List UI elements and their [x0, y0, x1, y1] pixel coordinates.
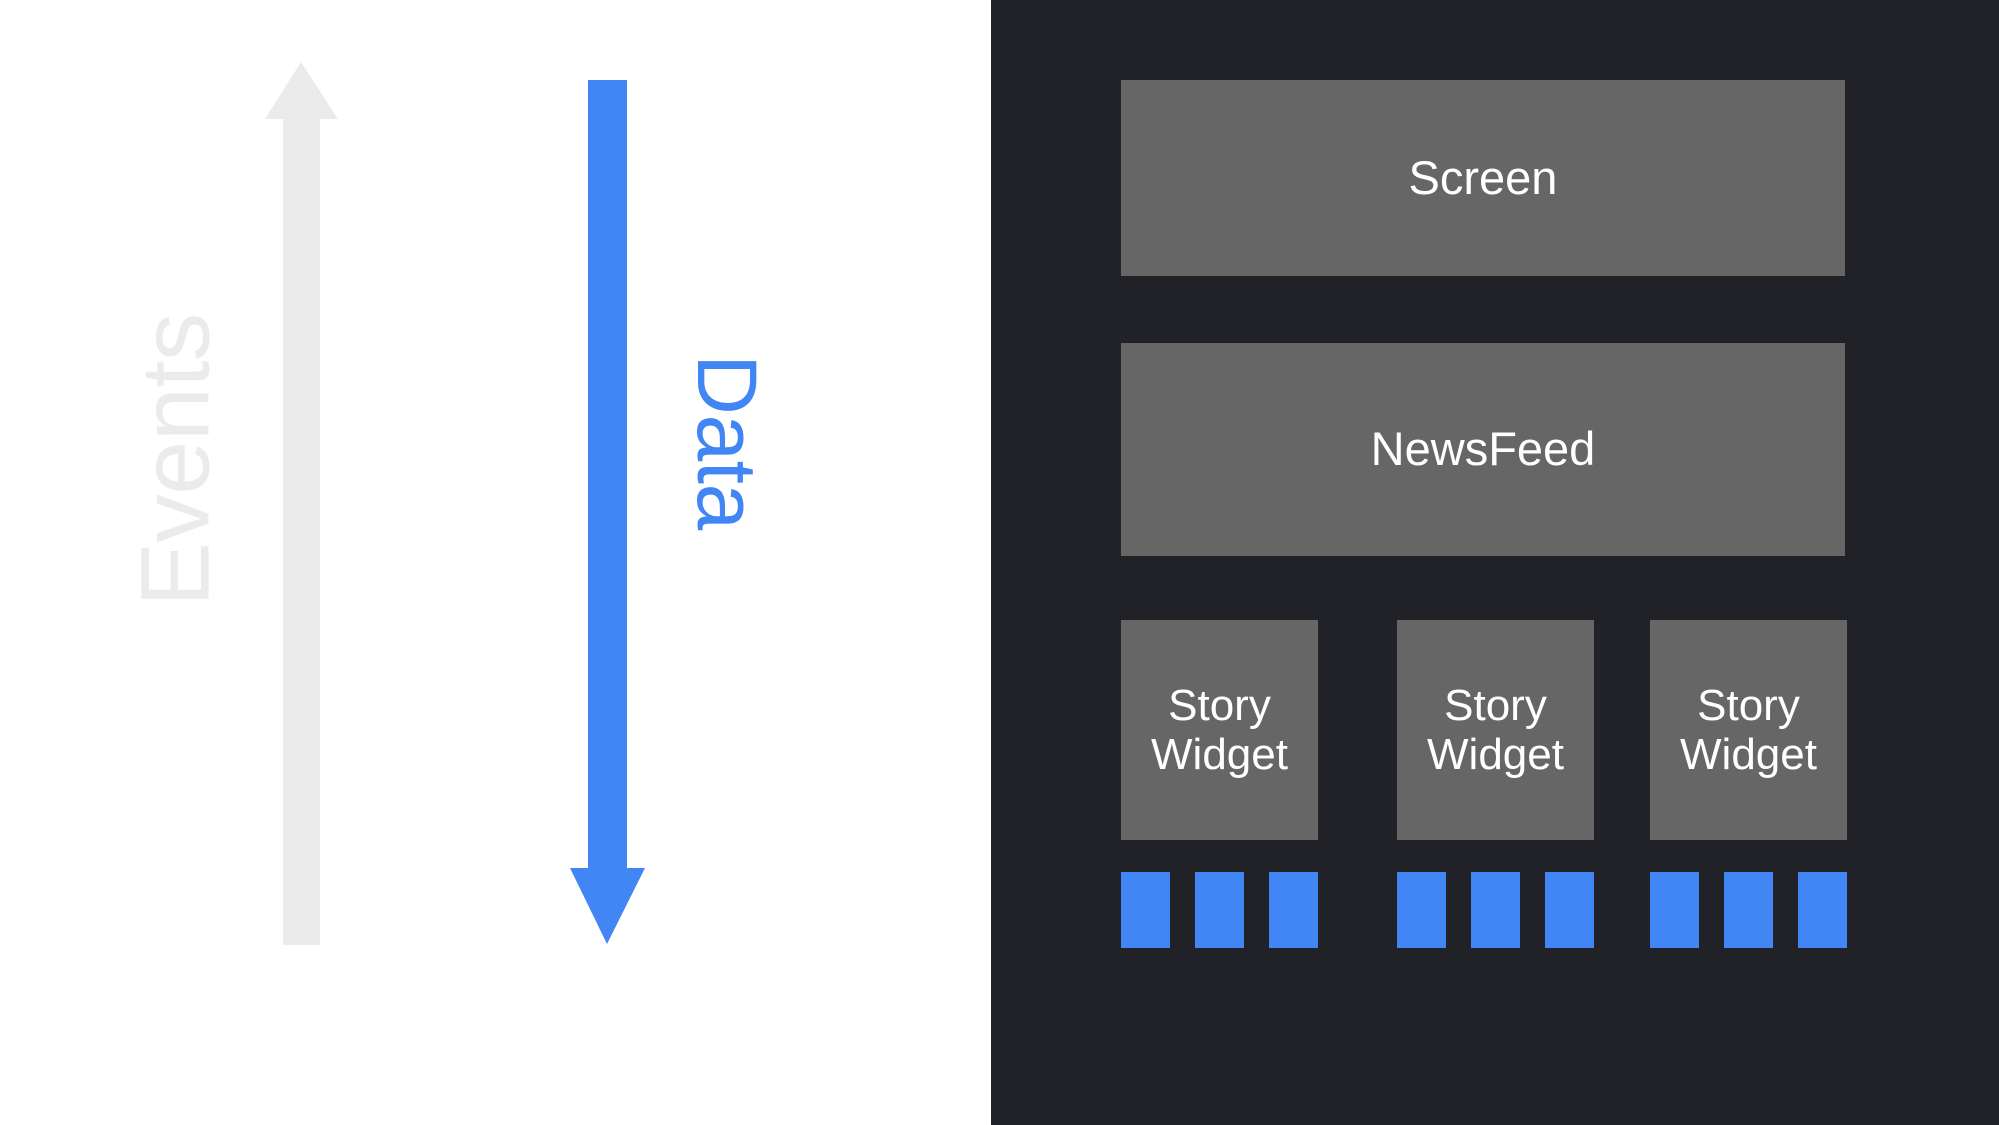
story-bar[interactable]	[1397, 872, 1446, 948]
story-bar[interactable]	[1724, 872, 1773, 948]
story-bar[interactable]	[1798, 872, 1847, 948]
flow-direction-panel: Events Data	[0, 0, 991, 1125]
story-bar[interactable]	[1471, 872, 1520, 948]
events-arrow-up-icon	[265, 62, 338, 945]
story-bar[interactable]	[1545, 872, 1594, 948]
data-arrow-down-icon	[570, 80, 645, 944]
story-widget-bars-2	[1650, 872, 1847, 948]
story-widget-node-0[interactable]: Story Widget	[1121, 620, 1318, 840]
screen-node-label: Screen	[1408, 150, 1558, 204]
screen-node[interactable]: Screen	[1121, 80, 1845, 276]
story-widget-bars-1	[1397, 872, 1594, 948]
story-widget-label-1: Story Widget	[1427, 680, 1564, 779]
story-widget-node-2[interactable]: Story Widget	[1650, 620, 1847, 840]
data-flow-label: Data	[680, 354, 774, 530]
newsfeed-node[interactable]: NewsFeed	[1121, 343, 1845, 556]
story-bar[interactable]	[1269, 872, 1318, 948]
story-widget-label-2: Story Widget	[1680, 680, 1817, 779]
widget-tree-panel: Screen NewsFeed Story Widget Story Widge…	[991, 0, 1999, 1125]
story-widget-node-1[interactable]: Story Widget	[1397, 620, 1594, 840]
story-bar[interactable]	[1195, 872, 1244, 948]
events-flow-label: Events	[120, 313, 230, 607]
story-bar[interactable]	[1121, 872, 1170, 948]
newsfeed-node-label: NewsFeed	[1370, 422, 1596, 476]
story-bar[interactable]	[1650, 872, 1699, 948]
story-widget-bars-0	[1121, 872, 1318, 948]
story-widget-label-0: Story Widget	[1151, 680, 1288, 779]
